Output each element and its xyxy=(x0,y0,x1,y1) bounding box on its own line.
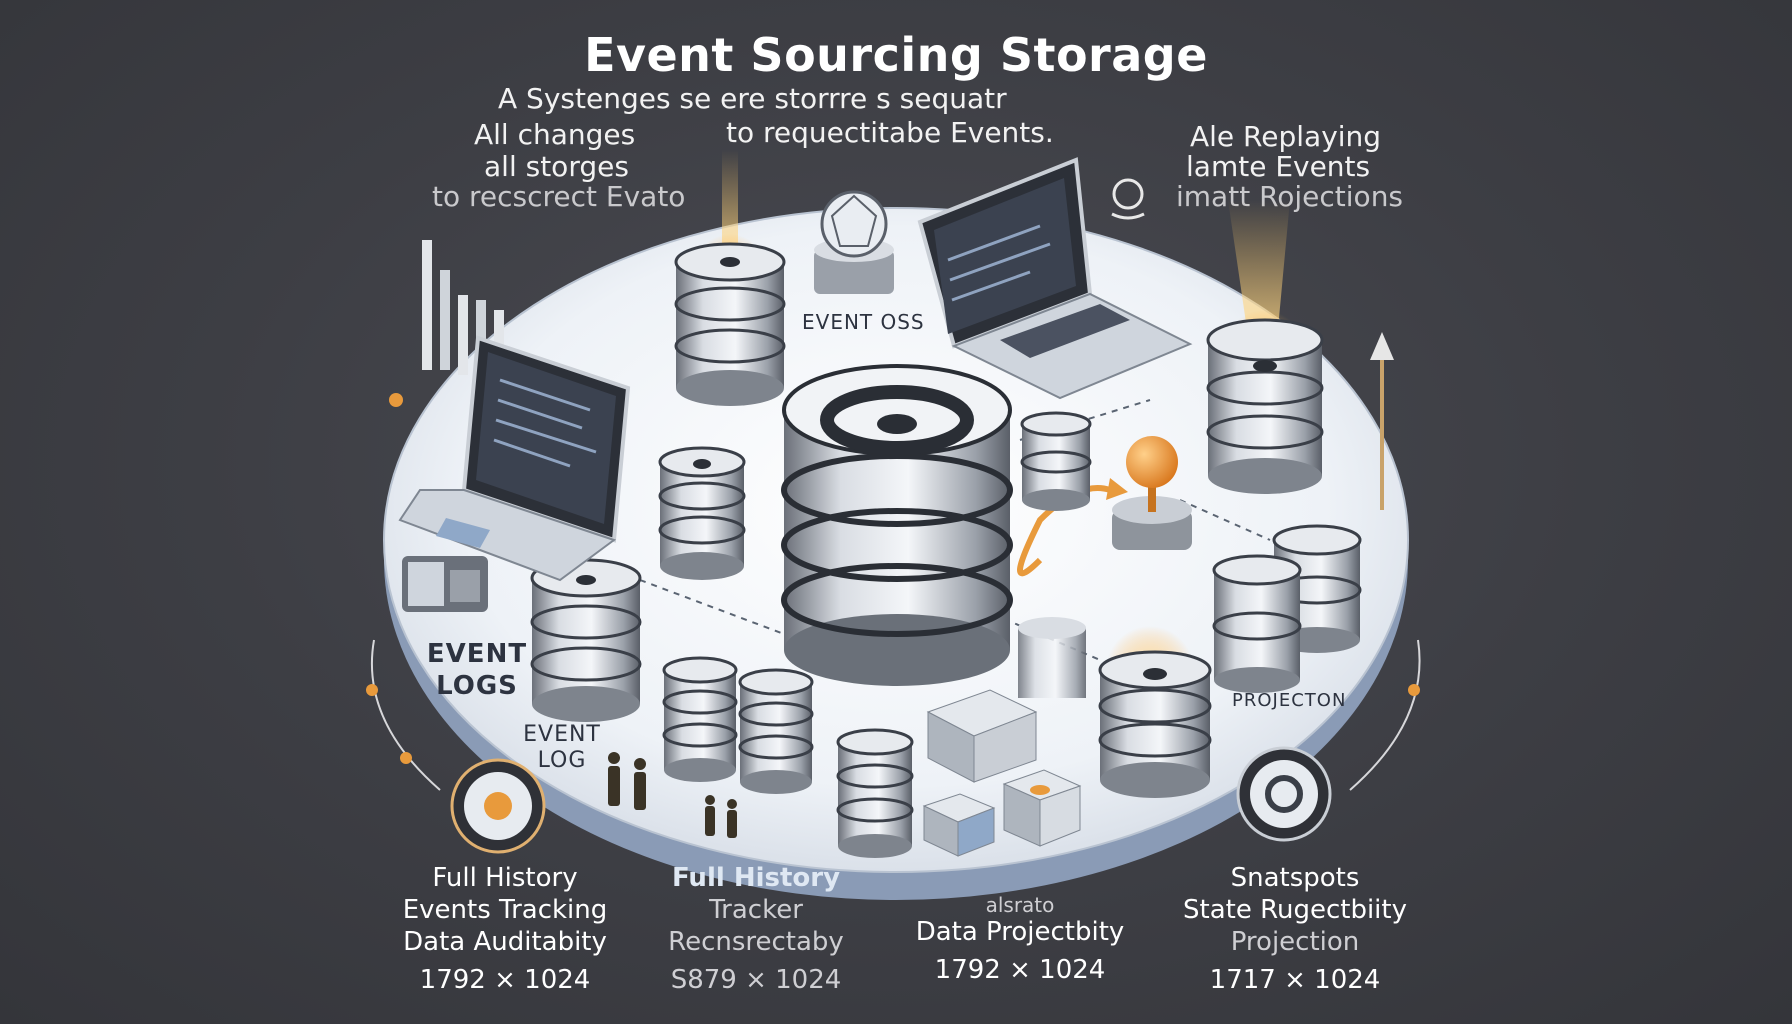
database-stack-top xyxy=(674,242,786,406)
header-center-line1: A Systenges se ere storrre s sequatr xyxy=(498,82,1007,115)
database-bottom-pair xyxy=(662,656,814,794)
page-title: Event Sourcing Storage xyxy=(584,28,1208,82)
footer-col2-line2: Tracker xyxy=(709,895,803,925)
label-event-log: EVENT LOG xyxy=(523,722,601,773)
footer-col2-line1: Full History xyxy=(671,863,841,893)
lever-icon xyxy=(1112,436,1192,550)
footer-col3-line2: Data Projectbity xyxy=(915,917,1125,947)
footer-col1-line2: Events Tracking xyxy=(402,895,608,925)
up-arrow-icon xyxy=(1370,332,1394,510)
server-box-icons xyxy=(922,689,1082,857)
header-left-line1: All changes xyxy=(474,118,636,151)
crystal-icon xyxy=(814,190,894,294)
footer-col1-line3: Data Auditabity xyxy=(403,927,607,957)
cycle-arrows xyxy=(366,393,1421,791)
bar-chart-icon xyxy=(422,240,504,375)
database-central xyxy=(781,364,1013,686)
footer-col3: alsrato Data Projectbity 1792 × 1024 xyxy=(890,894,1150,986)
footer-col2-line4: S879 × 1024 xyxy=(670,965,842,995)
label-projection: PROJECTON xyxy=(1232,690,1347,711)
footer-col1: Full History Events Tracking Data Audita… xyxy=(370,862,640,996)
people-icons xyxy=(608,752,737,838)
flow-arrow-head xyxy=(1106,478,1128,500)
footer-col2-line3: Recnsrectaby xyxy=(668,927,844,957)
history-badge-icon xyxy=(450,758,546,854)
snapshot-badge-icon xyxy=(1236,746,1332,842)
footer-col1-line1: Full History xyxy=(432,863,578,893)
footer-col4-line3: Projection xyxy=(1230,927,1360,957)
footer-col4: Snatspots State Rugectbiity Projection 1… xyxy=(1150,862,1440,996)
pin-icon xyxy=(1111,178,1145,220)
footer-col4-line4: 1717 × 1024 xyxy=(1209,965,1381,995)
footer-col4-line2: State Rugectbiity xyxy=(1183,895,1407,925)
footer-col1-line4: 1792 × 1024 xyxy=(419,965,591,995)
database-bottom-center xyxy=(836,728,914,858)
label-event-logs: EVENT LOGS xyxy=(426,639,528,701)
header-right-line2: lamte Events xyxy=(1186,150,1371,183)
header-right-line3: imatt Rojections xyxy=(1176,180,1404,213)
footer-col3-line3: 1792 × 1024 xyxy=(934,955,1106,985)
left-device-icon xyxy=(402,556,488,612)
database-left-low xyxy=(530,558,642,722)
header-left-line3: to recscrect Evato xyxy=(432,180,686,213)
database-small-right xyxy=(1018,411,1092,698)
laptop-left-icon xyxy=(398,335,631,582)
header-right-line1: Ale Replaying xyxy=(1190,120,1382,153)
label-event-oss: EVENT OSS xyxy=(802,310,925,334)
database-top-right xyxy=(1206,318,1324,494)
header-center-line2: to requectitabe Events. xyxy=(726,116,1054,149)
database-right-pair xyxy=(1212,524,1362,693)
footer-col4-line1: Snatspots xyxy=(1230,863,1360,893)
laptop-right-icon xyxy=(917,157,1193,400)
database-projection xyxy=(1098,650,1212,798)
database-left-mid xyxy=(658,446,746,580)
footer-col3-line1: alsrato xyxy=(985,893,1055,917)
header-left-line2: all storges xyxy=(484,150,629,183)
footer-col2: Full History Tracker Recnsrectaby S879 ×… xyxy=(646,862,866,996)
